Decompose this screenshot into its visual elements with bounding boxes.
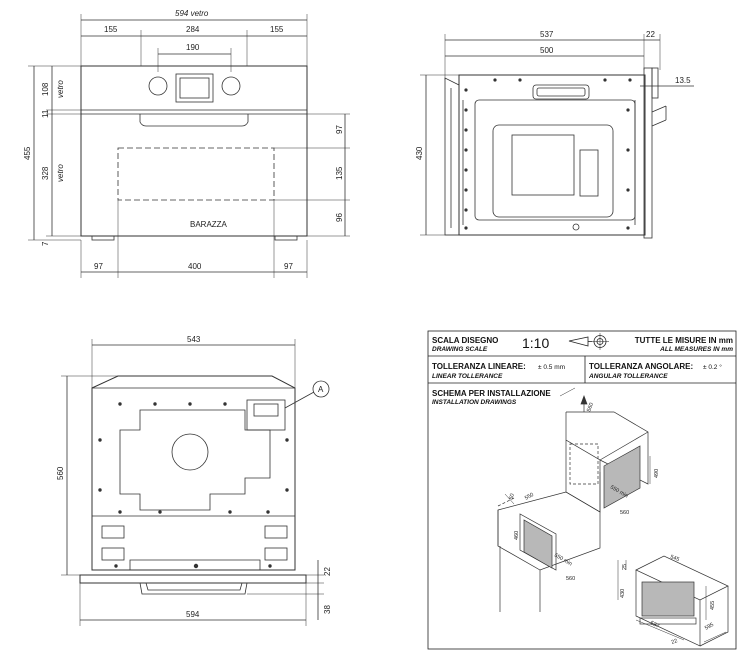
dim-328: 328 bbox=[41, 166, 50, 180]
title-block bbox=[427, 330, 737, 650]
inst-490: 490 bbox=[654, 469, 660, 478]
inst-537: 537 bbox=[649, 620, 660, 629]
inst-560-top: 560 bbox=[586, 402, 595, 413]
scale-label-en: DRAWING SCALE bbox=[432, 346, 488, 353]
dim-284: 284 bbox=[186, 25, 200, 34]
scale-label: SCALA DISEGNO bbox=[432, 336, 498, 345]
inst-455: 455 bbox=[710, 601, 716, 610]
dim-22-side: 22 bbox=[646, 30, 655, 39]
dim-400: 400 bbox=[188, 262, 202, 271]
inst-430: 430 bbox=[620, 589, 626, 598]
top-view-dots bbox=[98, 402, 289, 569]
dim-11: 11 bbox=[41, 109, 50, 118]
inst-560-upper-bottom: 560 bbox=[620, 510, 629, 516]
dim-543: 543 bbox=[187, 335, 201, 344]
dim-96: 96 bbox=[335, 213, 344, 222]
dim-vetro-bottom: vetro bbox=[56, 164, 65, 182]
front-view-labels: 594 vetro 155 284 155 190 BARAZZA 108 ve… bbox=[23, 9, 344, 271]
dim-455: 455 bbox=[23, 146, 32, 160]
inst-545: 545 bbox=[669, 554, 680, 563]
title-block-text: SCALA DISEGNO DRAWING SCALE 1:10 TUTTE L… bbox=[432, 335, 733, 406]
brand-label: BARAZZA bbox=[190, 220, 228, 229]
dim-width-glass: 594 vetro bbox=[175, 9, 209, 18]
top-view bbox=[61, 339, 330, 626]
dim-135: 135 bbox=[335, 166, 344, 180]
dim-537: 537 bbox=[540, 30, 554, 39]
inst-550: 550 bbox=[524, 492, 535, 502]
inst-460: 460 bbox=[514, 531, 520, 540]
dim-190: 190 bbox=[186, 43, 200, 52]
angular-tolerance-en: ANGULAR TOLLERANCE bbox=[588, 373, 668, 380]
inst-595: 595 bbox=[704, 622, 715, 632]
dim-430-side: 430 bbox=[415, 146, 424, 160]
dim-7: 7 bbox=[41, 241, 50, 246]
front-view bbox=[28, 14, 350, 278]
dim-38: 38 bbox=[323, 605, 332, 614]
dim-155-left: 155 bbox=[104, 25, 118, 34]
dim-97-bottom-right: 97 bbox=[284, 262, 293, 271]
measures-label-en: ALL MEASURES IN mm bbox=[659, 346, 733, 353]
dim-13-5: 13.5 bbox=[675, 76, 691, 85]
angular-tolerance-value: ± 0.2 ° bbox=[703, 363, 722, 371]
side-view-labels: 537 22 500 13.5 430 bbox=[415, 30, 691, 160]
inst-25: 25 bbox=[622, 564, 628, 570]
schema-title: SCHEMA PER INSTALLAZIONE bbox=[432, 389, 551, 398]
dim-22-top: 22 bbox=[323, 567, 332, 576]
dim-155-right: 155 bbox=[270, 25, 284, 34]
linear-tolerance-label: TOLLERANZA LINEARE: bbox=[432, 362, 526, 371]
dim-108: 108 bbox=[41, 82, 50, 96]
side-view-dots bbox=[464, 78, 632, 230]
dim-vetro-top: vetro bbox=[56, 80, 65, 98]
measures-label: TUTTE LE MISURE IN mm bbox=[635, 336, 733, 345]
inst-22: 22 bbox=[671, 638, 679, 646]
linear-tolerance-value: ± 0.5 mm bbox=[538, 364, 565, 371]
scale-value: 1:10 bbox=[522, 335, 549, 351]
callout-a: A bbox=[318, 385, 324, 394]
inst-50: 50 bbox=[508, 493, 516, 501]
dim-97-bottom-left: 97 bbox=[94, 262, 103, 271]
angular-tolerance-label: TOLLERANZA ANGOLARE: bbox=[589, 362, 693, 371]
inst-560-lower: 560 bbox=[566, 576, 575, 582]
schema-title-en: INSTALLATION DRAWINGS bbox=[432, 399, 517, 406]
linear-tolerance-en: LINEAR TOLLERANCE bbox=[432, 373, 503, 380]
dim-97-right: 97 bbox=[335, 125, 344, 134]
dim-560-top: 560 bbox=[56, 466, 65, 480]
top-view-labels: 543 560 A 22 38 594 bbox=[56, 335, 332, 619]
dim-500: 500 bbox=[540, 46, 554, 55]
side-view bbox=[420, 34, 694, 239]
dim-594-top: 594 bbox=[186, 610, 200, 619]
installation-drawing bbox=[497, 387, 729, 647]
